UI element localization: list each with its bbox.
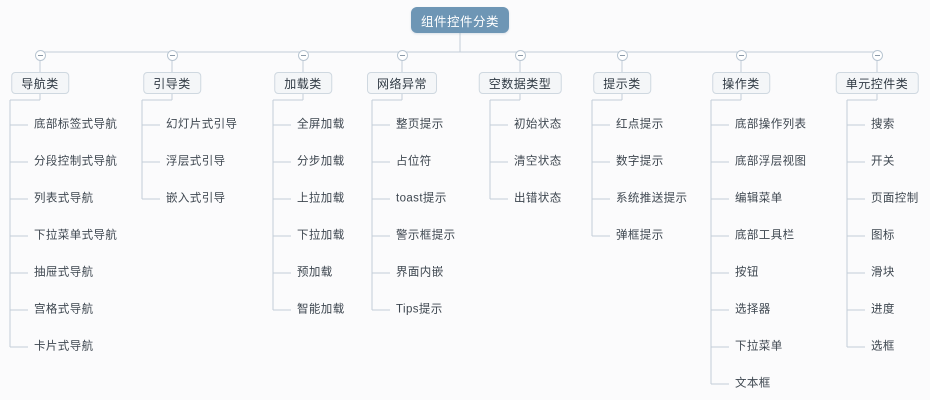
leaf-node-3-5[interactable]: Tips提示 [396,303,443,316]
leaf-node-5-1[interactable]: 数字提示 [616,155,664,168]
leaf-node-5-0[interactable]: 红点提示 [616,118,664,131]
leaf-node-3-2[interactable]: toast提示 [396,192,447,205]
leaf-node-6-7[interactable]: 文本框 [735,377,771,390]
leaf-node-7-5[interactable]: 进度 [871,303,895,316]
leaf-node-1-0[interactable]: 幻灯片式引导 [166,118,238,131]
leaf-node-3-3[interactable]: 警示框提示 [396,229,456,242]
leaf-node-4-2[interactable]: 出错状态 [514,192,562,205]
leaf-node-6-1[interactable]: 底部浮层视图 [735,155,807,168]
leaf-node-0-4[interactable]: 抽屉式导航 [34,266,94,279]
leaf-node-7-2[interactable]: 页面控制 [871,192,919,205]
minus-circle-icon[interactable] [616,50,628,61]
leaf-node-7-0[interactable]: 搜索 [871,118,895,131]
root-node[interactable]: 组件控件分类 [411,7,509,33]
leaf-node-3-1[interactable]: 占位符 [396,155,432,168]
minus-circle-icon[interactable] [871,50,883,61]
minus-circle-icon[interactable] [514,50,526,61]
leaf-node-2-5[interactable]: 智能加载 [297,303,345,316]
leaf-node-6-4[interactable]: 按钮 [735,266,759,279]
leaf-node-5-2[interactable]: 系统推送提示 [616,192,688,205]
leaf-node-0-6[interactable]: 卡片式导航 [34,340,94,353]
category-node-5[interactable]: 提示类 [593,72,651,94]
minus-circle-icon[interactable] [735,50,747,61]
leaf-node-6-0[interactable]: 底部操作列表 [735,118,807,131]
leaf-node-2-0[interactable]: 全屏加载 [297,118,345,131]
leaf-node-0-2[interactable]: 列表式导航 [34,192,94,205]
leaf-node-2-1[interactable]: 分步加载 [297,155,345,168]
category-node-6[interactable]: 操作类 [712,72,770,94]
leaf-node-7-1[interactable]: 开关 [871,155,895,168]
leaf-node-6-3[interactable]: 底部工具栏 [735,229,795,242]
leaf-node-1-1[interactable]: 浮层式引导 [166,155,226,168]
leaf-node-2-4[interactable]: 预加载 [297,266,333,279]
leaf-node-4-0[interactable]: 初始状态 [514,118,562,131]
leaf-node-6-2[interactable]: 编辑菜单 [735,192,783,205]
leaf-node-5-3[interactable]: 弹框提示 [616,229,664,242]
leaf-node-2-3[interactable]: 下拉加载 [297,229,345,242]
minus-circle-icon[interactable] [166,50,178,61]
category-node-2[interactable]: 加载类 [274,72,332,94]
minus-circle-icon[interactable] [396,50,408,61]
leaf-node-7-3[interactable]: 图标 [871,229,895,242]
category-node-4[interactable]: 空数据类型 [478,72,562,94]
category-node-7[interactable]: 单元控件类 [835,72,919,94]
leaf-node-0-3[interactable]: 下拉菜单式导航 [34,229,118,242]
leaf-node-6-5[interactable]: 选择器 [735,303,771,316]
leaf-node-0-0[interactable]: 底部标签式导航 [34,118,118,131]
leaf-node-4-1[interactable]: 清空状态 [514,155,562,168]
category-node-1[interactable]: 引导类 [143,72,201,94]
leaf-node-7-4[interactable]: 滑块 [871,266,895,279]
category-node-0[interactable]: 导航类 [11,72,69,94]
leaf-node-3-0[interactable]: 整页提示 [396,118,444,131]
leaf-node-7-6[interactable]: 选框 [871,340,895,353]
leaf-node-2-2[interactable]: 上拉加载 [297,192,345,205]
category-node-3[interactable]: 网络异常 [366,72,438,94]
leaf-node-0-1[interactable]: 分段控制式导航 [34,155,118,168]
minus-circle-icon[interactable] [34,50,46,61]
leaf-node-0-5[interactable]: 宫格式导航 [34,303,94,316]
leaf-node-6-6[interactable]: 下拉菜单 [735,340,783,353]
minus-circle-icon[interactable] [297,50,309,61]
leaf-node-1-2[interactable]: 嵌入式引导 [166,192,226,205]
leaf-node-3-4[interactable]: 界面内嵌 [396,266,444,279]
